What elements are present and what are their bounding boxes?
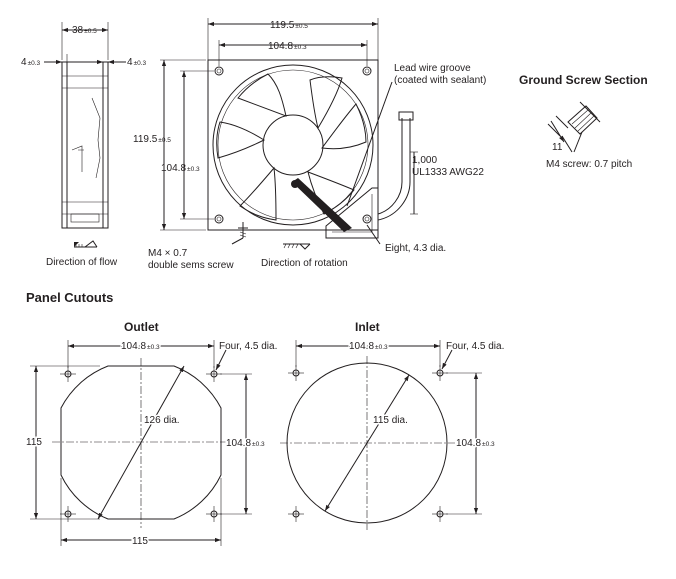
fan-hub (262, 114, 324, 176)
inlet-hole-pitch-v: 104.8±0.3 (456, 438, 495, 449)
rotation-arrow-icon (283, 243, 311, 250)
side-view: 38±0.5 4±0.3 4±0.3 Direction of flow (21, 22, 147, 268)
ground-screw-title: Ground Screw Section (519, 73, 648, 87)
inlet-holes-label: Four, 4.5 dia. (446, 341, 504, 352)
lead-spec-label: UL1333 AWG22 (412, 167, 484, 178)
inlet-hole-pitch-h: 104.8±0.3 (349, 341, 388, 352)
outlet-diameter-label: 126 dia. (144, 415, 180, 426)
outlet-hole-pitch-h: 104.8±0.3 (121, 341, 160, 352)
lead-groove-label: Lead wire groove (394, 63, 471, 74)
screw-spec-label: M4 × 0.7 (148, 248, 188, 259)
front-height-outer-label: 119.5±0.5 (133, 134, 171, 145)
outlet-holes-label: Four, 4.5 dia. (219, 341, 277, 352)
inlet-title: Inlet (355, 320, 380, 334)
inlet-holes (288, 365, 448, 522)
screw-icon (238, 222, 248, 238)
lead-length-label: 1,000 (412, 155, 437, 166)
flow-direction-label: Direction of flow (46, 257, 118, 268)
panel-cutouts-title: Panel Cutouts (26, 290, 113, 305)
outlet-title: Outlet (124, 320, 159, 334)
lead-groove-note: (coated with sealant) (394, 75, 486, 86)
side-left-flange-label: 4±0.3 (21, 57, 41, 68)
front-width-inner-label: 104.8±0.3 (268, 41, 307, 52)
outlet-cutout-shape (60, 365, 222, 520)
outlet-hole-pitch-v: 104.8±0.3 (226, 438, 265, 449)
fan-housing (207, 59, 379, 231)
front-view: 119.5±0.5 104.8±0.3 119.5±0.5 104.8±0.3 … (133, 18, 486, 271)
mount-holes-label: Eight, 4.3 dia. (385, 243, 446, 254)
fan-blades (216, 73, 367, 221)
lead-wire-groove (292, 178, 352, 232)
ground-screw-section: Ground Screw Section 11 M4 screw: 0.7 pi… (519, 73, 648, 170)
outlet-cutout: Outlet 104.8±0.3 Four, 4.5 dia. 126 dia.… (25, 320, 278, 549)
side-view-body (61, 61, 109, 229)
inlet-diameter-label: 115 dia. (373, 415, 408, 426)
outlet-width-label: 115 (132, 536, 148, 547)
lead-wires (377, 111, 414, 221)
mount-holes (214, 66, 372, 224)
side-depth-label: 38±0.5 (72, 25, 97, 36)
ground-screw-spec: M4 screw: 0.7 pitch (546, 159, 632, 170)
front-height-inner-label: 104.8±0.3 (161, 163, 200, 174)
outlet-height-label: 115 (26, 437, 42, 448)
outlet-holes (60, 366, 222, 522)
inlet-cutout: Inlet 104.8±0.3 Four, 4.5 dia. 115 dia. … (280, 320, 504, 530)
flow-arrow-icon (74, 240, 98, 248)
front-width-outer-label: 119.5±0.5 (270, 20, 308, 31)
ground-screw-dimension: 11 (552, 142, 563, 153)
side-right-flange-label: 4±0.3 (127, 57, 147, 68)
screw-type-label: double sems screw (148, 260, 234, 271)
rotation-direction-label: Direction of rotation (261, 258, 348, 269)
